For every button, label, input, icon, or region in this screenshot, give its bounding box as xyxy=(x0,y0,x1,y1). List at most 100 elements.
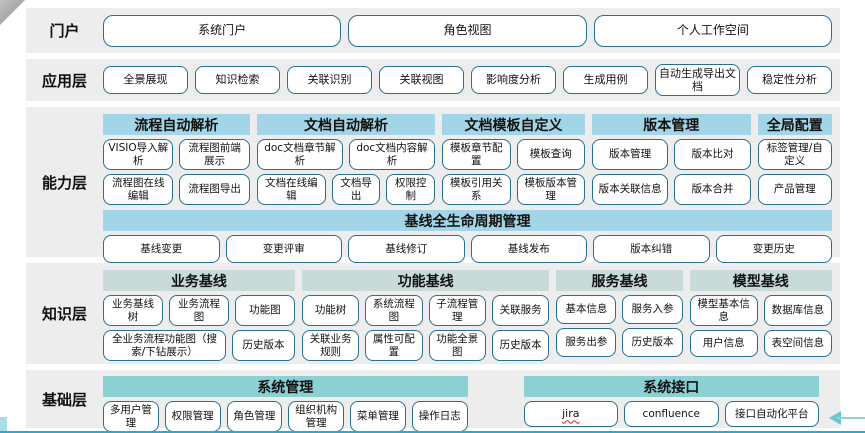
button[interactable]: 历史版本 xyxy=(622,328,683,357)
layer-stack: 门户 系统门户角色视图个人工作空间 应用层 全景展现知识检索关联识别关联视图影响… xyxy=(26,8,840,433)
button[interactable]: 版本比对 xyxy=(674,139,751,171)
button-row: 全业务流程功能图（搜索/下钻展示）历史版本 xyxy=(103,330,295,362)
button[interactable]: doc文档内容解析 xyxy=(348,139,436,171)
button[interactable]: 服务出参 xyxy=(556,328,617,357)
group-header: 基线全生命周期管理 xyxy=(103,210,832,232)
group-body: 模型基本信息数据库信息用户信息表空间信息 xyxy=(689,295,832,357)
button[interactable]: 知识检索 xyxy=(195,66,280,94)
button[interactable]: 文档导出 xyxy=(331,174,381,206)
button[interactable]: 系统流程图 xyxy=(365,295,423,327)
baseline-buttons: 基线变更变更评审基线修订基线发布版本纠错变更历史 xyxy=(103,235,832,264)
button[interactable]: 关联业务规则 xyxy=(301,330,360,362)
button[interactable]: 数据库信息 xyxy=(763,295,832,327)
button[interactable]: 标签管理/自定义 xyxy=(757,139,832,171)
portal-buttons: 系统门户角色视图个人工作空间 xyxy=(103,8,840,53)
button[interactable]: 流程图导出 xyxy=(179,174,250,206)
button[interactable]: 功能图 xyxy=(234,295,295,327)
button-row: 流程图在线编辑流程图导出 xyxy=(103,174,250,206)
button[interactable]: 个人工作空间 xyxy=(593,14,832,47)
button[interactable]: 模板版本管理 xyxy=(516,174,585,206)
button[interactable]: 业务基线树 xyxy=(103,295,163,327)
button[interactable]: 稳定性分析 xyxy=(747,66,832,94)
button[interactable]: 权限控制 xyxy=(386,174,436,206)
button[interactable]: 用户信息 xyxy=(689,330,758,357)
button[interactable]: 子流程管理 xyxy=(428,295,486,327)
group-business-baseline: 业务基线 业务基线树业务流程图功能图全业务流程功能图（搜索/下钻展示）历史版本 xyxy=(103,270,295,362)
button[interactable]: 模板章节配置 xyxy=(442,139,511,171)
button[interactable]: 业务流程图 xyxy=(168,295,229,327)
button[interactable]: 产品管理 xyxy=(757,174,832,206)
button[interactable]: 影响度分析 xyxy=(471,66,556,94)
button[interactable]: 流程图在线编辑 xyxy=(103,174,174,206)
button[interactable]: 基本信息 xyxy=(556,295,617,324)
button[interactable]: 角色管理 xyxy=(226,401,283,433)
arrow-head-icon xyxy=(829,411,841,425)
button[interactable]: 模型基本信息 xyxy=(689,295,758,327)
group-version-management: 版本管理 版本管理版本比对版本关联信息版本合并 xyxy=(591,114,751,206)
button[interactable]: 关联识别 xyxy=(287,66,372,94)
button[interactable]: 历史版本 xyxy=(232,330,295,362)
button[interactable]: 功能树 xyxy=(301,295,360,327)
button-row: 模板引用关系模板版本管理 xyxy=(442,174,585,206)
left-arrow-icon xyxy=(827,411,865,425)
button[interactable]: 组织机构管理 xyxy=(288,401,345,433)
button[interactable]: 服务入参 xyxy=(622,295,683,324)
button[interactable]: 文档在线编辑 xyxy=(256,174,326,206)
button[interactable]: 多用户管理 xyxy=(103,401,159,433)
button[interactable]: 模板引用关系 xyxy=(442,174,511,206)
button[interactable]: 自动生成导出文档 xyxy=(655,63,740,97)
button[interactable]: 操作日志 xyxy=(411,401,468,433)
foundation-gap xyxy=(468,376,524,422)
button[interactable]: 模板查询 xyxy=(516,139,585,171)
button[interactable]: 基线修订 xyxy=(348,235,465,264)
button[interactable]: jira xyxy=(523,401,619,427)
button[interactable]: confluence xyxy=(624,401,719,427)
button[interactable]: 系统门户 xyxy=(103,14,342,47)
button[interactable]: 版本关联信息 xyxy=(591,174,669,206)
group-header: 流程自动解析 xyxy=(103,114,250,135)
button[interactable]: 流程图前端展示 xyxy=(179,139,250,171)
button-row: 模板章节配置模板查询 xyxy=(442,139,585,171)
group-body: VISIO导入解析流程图前端展示流程图在线编辑流程图导出 xyxy=(103,139,250,206)
button-row: 功能树系统流程图子流程管理关联服务 xyxy=(301,295,550,327)
button[interactable]: 全景展现 xyxy=(103,66,188,94)
group-body: 业务基线树业务流程图功能图全业务流程功能图（搜索/下钻展示）历史版本 xyxy=(103,295,295,362)
button[interactable]: 变更历史 xyxy=(715,235,832,264)
group-header: 版本管理 xyxy=(591,114,751,135)
button[interactable]: 基线变更 xyxy=(103,235,220,264)
button[interactable]: doc文档章节解析 xyxy=(256,139,343,171)
group-body: 功能树系统流程图子流程管理关联服务关联业务规则属性可配置功能全景图历史版本 xyxy=(301,295,550,362)
button[interactable]: 基线发布 xyxy=(470,235,587,264)
button[interactable]: 属性可配置 xyxy=(365,330,423,362)
button[interactable]: 历史版本 xyxy=(491,330,550,362)
button-row: 模型基本信息数据库信息 xyxy=(689,295,832,327)
button[interactable]: 接口自动化平台 xyxy=(724,401,819,427)
foundation-groups: 系统管理 多用户管理权限管理角色管理组织机构管理菜单管理操作日志 系统接口 ji… xyxy=(103,370,840,433)
button[interactable]: 版本纠错 xyxy=(593,235,710,264)
button-row: 基本信息服务入参 xyxy=(556,295,683,324)
button[interactable]: 变更评审 xyxy=(225,235,342,264)
group-process-auto-parsing: 流程自动解析 VISIO导入解析流程图前端展示流程图在线编辑流程图导出 xyxy=(103,114,250,206)
button[interactable]: 全业务流程功能图（搜索/下钻展示） xyxy=(103,330,227,362)
button[interactable]: VISIO导入解析 xyxy=(103,139,174,171)
button[interactable]: 版本合并 xyxy=(674,174,751,206)
button[interactable]: 关联视图 xyxy=(379,66,464,94)
button[interactable]: 表空间信息 xyxy=(763,330,832,357)
group-header: 业务基线 xyxy=(103,270,295,291)
capability-content: 流程自动解析 VISIO导入解析流程图前端展示流程图在线编辑流程图导出 文档自动… xyxy=(103,107,840,264)
group-body: 模板章节配置模板查询模板引用关系模板版本管理 xyxy=(442,139,585,206)
button[interactable]: 生成用例 xyxy=(563,66,648,94)
button[interactable]: 关联服务 xyxy=(491,295,550,327)
button[interactable]: 菜单管理 xyxy=(350,401,406,433)
group-service-baseline: 服务基线 基本信息服务入参服务出参历史版本 xyxy=(556,270,683,357)
layer-portal: 门户 系统门户角色视图个人工作空间 xyxy=(26,8,840,53)
button[interactable]: 角色视图 xyxy=(348,14,587,47)
layer-capability: 能力层 流程自动解析 VISIO导入解析流程图前端展示流程图在线编辑流程图导出 … xyxy=(26,107,840,264)
button[interactable]: 权限管理 xyxy=(164,401,221,433)
button[interactable]: 功能全景图 xyxy=(428,330,486,362)
button[interactable]: 版本管理 xyxy=(591,139,669,171)
